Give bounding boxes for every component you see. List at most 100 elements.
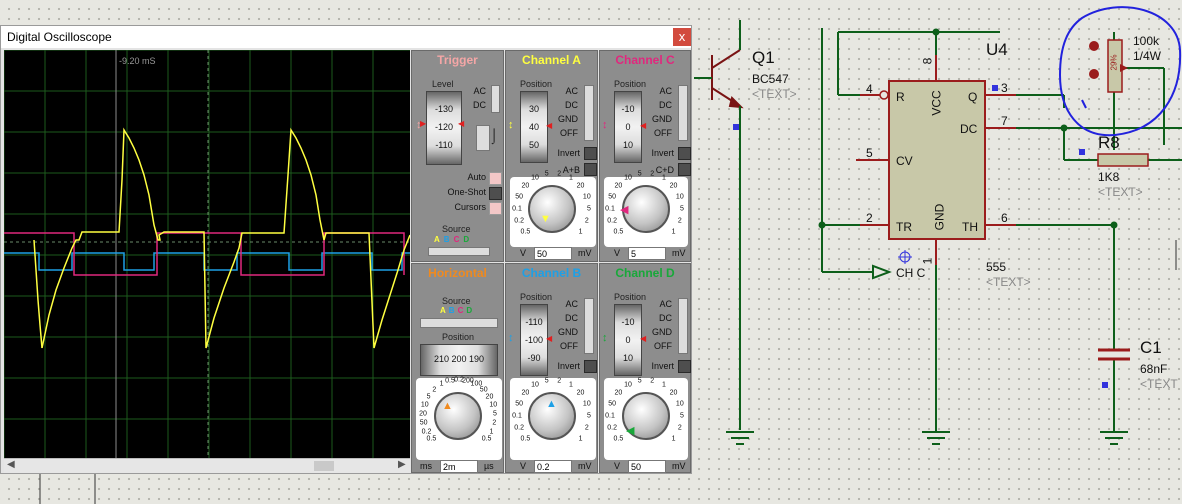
dial-scale-label: 2	[677, 217, 682, 225]
chb-volts-knob[interactable]	[528, 392, 576, 440]
trigger-edge-switch[interactable]	[476, 125, 490, 151]
transistor-q1-symbol[interactable]	[711, 49, 744, 109]
ic-555-body[interactable]: R VCC Q DC CV TR GND TH	[888, 80, 986, 240]
channel-c-position-drum[interactable]: -10 0 10	[614, 91, 642, 163]
channel-a-position-drum[interactable]: 30 40 50	[520, 91, 548, 163]
chc-cplusd-label: C+D	[655, 165, 674, 175]
trigger-source-b[interactable]: B	[443, 235, 450, 244]
potentiometer-symbol[interactable]	[1089, 39, 1128, 93]
trigger-source-d[interactable]: D	[463, 235, 470, 244]
trigger-source-label: Source	[442, 224, 471, 234]
trigger-source-c[interactable]: C	[453, 235, 460, 244]
trigger-source-a[interactable]: A	[434, 235, 440, 244]
window-title: Digital Oscilloscope	[7, 30, 112, 44]
horizontal-source-d[interactable]: D	[466, 306, 473, 315]
timebase-value[interactable]: 2m	[440, 460, 478, 473]
level-tick-2: -120	[434, 122, 453, 132]
scope-display[interactable]: -9.20 mS	[3, 49, 411, 460]
dial-scale-label: 50	[479, 386, 488, 394]
dial-scale-label: 2	[584, 217, 589, 225]
dial-scale-label: 0.5	[445, 377, 455, 385]
chc-volts-knob[interactable]	[622, 185, 670, 233]
chc-invert-button[interactable]	[678, 147, 691, 160]
horizontal-title: Horizontal	[428, 266, 487, 280]
q1-text: <TEXT>	[752, 87, 797, 101]
chb-coupling-switch[interactable]	[584, 298, 594, 354]
chb-pointer-icon: ▲	[546, 398, 557, 410]
trigger-coupling-switch[interactable]	[491, 85, 500, 113]
dial-scale-label: 50	[419, 419, 428, 427]
oscilloscope-window[interactable]: Digital Oscilloscope x -9.20 mS ◀ ▶ Trig…	[0, 25, 692, 474]
scroll-thumb[interactable]	[314, 461, 334, 471]
dial-scale-label: 5	[637, 377, 642, 385]
level-arrow-icon: ↕	[416, 119, 422, 131]
chc-coupling-switch[interactable]	[678, 85, 688, 141]
level-tick-1: -130	[434, 104, 453, 114]
level-marker-left-icon: ▶	[420, 119, 427, 128]
cha-volts-value[interactable]: 50	[534, 247, 572, 260]
probe-ch-c-symbol[interactable]	[872, 250, 912, 280]
c1-ref: C1	[1140, 338, 1162, 357]
oneshot-button[interactable]	[489, 187, 502, 200]
channel-b-position-drum[interactable]: -110 -100 -90	[520, 304, 548, 376]
chd-pointer-icon: ◀	[626, 425, 635, 437]
pin-num-1: 1	[920, 257, 935, 265]
resistor-r8-body[interactable]	[1097, 153, 1149, 167]
dial-scale-label: 1	[662, 381, 666, 389]
chb-marker-icon: ◀	[546, 334, 553, 343]
trigger-source-slider[interactable]	[428, 247, 490, 256]
pin-num-8: 8	[920, 57, 935, 65]
horizontal-source-slider[interactable]	[420, 318, 498, 328]
horizontal-source-b[interactable]: B	[448, 306, 455, 315]
chd-tick-2: 0	[625, 335, 631, 345]
dial-scale-label: 0.5	[520, 435, 531, 443]
channel-d-position-drum[interactable]: -10 0 10	[614, 304, 642, 376]
capacitor-c1-symbol[interactable]	[1098, 348, 1130, 361]
chc-updown-icon: ↕	[602, 119, 608, 131]
horizontal-source-c[interactable]: C	[457, 306, 464, 315]
close-button[interactable]: x	[673, 28, 691, 46]
dial-scale-label: 20	[485, 393, 494, 401]
auto-button[interactable]	[489, 172, 502, 185]
dial-scale-label: 5	[426, 393, 431, 401]
pin-num-7: 7	[1001, 114, 1008, 128]
trigger-level-drum[interactable]: -130 -120 -110	[426, 91, 462, 165]
dial-scale-label: 20	[521, 389, 530, 397]
timebase-knob[interactable]	[434, 392, 482, 440]
chb-invert-button[interactable]	[584, 360, 597, 373]
chc-volts-value[interactable]: 5	[628, 247, 666, 260]
dial-scale-label: 0.1	[605, 412, 615, 420]
chd-volts-value[interactable]: 50	[628, 460, 666, 473]
chc-cplusd-button[interactable]	[678, 163, 691, 176]
cha-coupling-switch[interactable]	[584, 85, 594, 141]
horizontal-position-label: Position	[442, 332, 475, 342]
dial-scale-label: 10	[531, 381, 539, 389]
title-bar[interactable]: Digital Oscilloscope x	[1, 26, 691, 48]
hpos-tick-2: 200	[451, 354, 467, 364]
dial-scale-label: 10	[675, 400, 684, 408]
cha-volts-knob[interactable]	[528, 185, 576, 233]
chb-dc: DC	[565, 313, 578, 323]
dial-scale-label: 100	[470, 380, 483, 388]
horizontal-position-drum[interactable]: 210 200 190	[420, 344, 498, 376]
cha-invert-button[interactable]	[584, 147, 597, 160]
scroll-left-arrow-icon[interactable]: ◀	[7, 459, 15, 470]
ground-symbol-q1	[726, 431, 754, 445]
chd-volts-knob[interactable]	[622, 392, 670, 440]
hpos-ticks: 210 200 190	[421, 354, 497, 364]
chb-volts-value[interactable]: 0.2	[534, 460, 572, 473]
dial-scale-label: 0.2	[421, 428, 432, 436]
chd-marker-icon: ◀	[640, 334, 647, 343]
cha-aplusb-button[interactable]	[584, 163, 597, 176]
cha-pointer-icon: ▼	[540, 213, 551, 225]
cursors-button[interactable]	[489, 202, 502, 215]
chd-off: OFF	[654, 341, 672, 351]
trace-channel-a-start	[33, 239, 43, 349]
chd-invert-button[interactable]	[678, 360, 691, 373]
r8-text: <TEXT>	[1098, 185, 1143, 199]
scroll-right-arrow-icon[interactable]: ▶	[398, 459, 406, 470]
chd-coupling-switch[interactable]	[678, 298, 688, 354]
horizontal-scrollbar[interactable]: ◀ ▶	[4, 458, 410, 473]
dial-scale-label: 0.1	[512, 205, 522, 213]
horizontal-source-a[interactable]: A	[440, 306, 446, 315]
